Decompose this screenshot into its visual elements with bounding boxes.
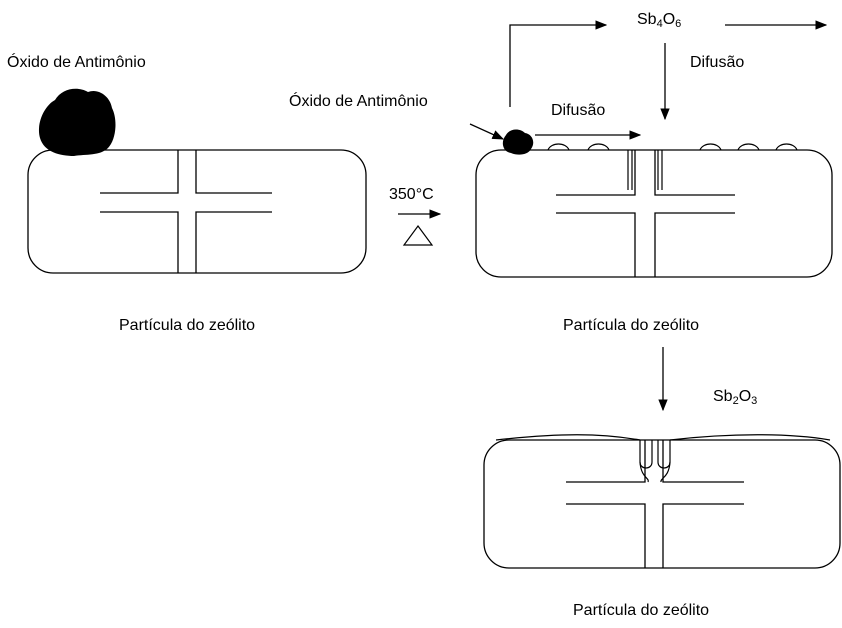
zeolite-particle-left bbox=[27, 149, 367, 274]
temperature-label: 350°C bbox=[389, 186, 434, 203]
delta-triangle-icon bbox=[402, 224, 434, 246]
sb2o3-pore-coating-bottom bbox=[495, 434, 831, 483]
sb2o3-count-2: 3 bbox=[751, 395, 758, 407]
oxide-label-left: Óxido de Antimônio bbox=[7, 54, 146, 71]
zeolite-particle-bottom bbox=[483, 439, 841, 569]
sb2o3-element-1: Sb bbox=[713, 388, 733, 405]
particle-label-left: Partícula do zeólito bbox=[119, 317, 256, 334]
particle-label-bottom: Partícula do zeólito bbox=[573, 602, 710, 619]
antimony-oxide-blob-left bbox=[38, 88, 116, 156]
zeolite-particle-middle bbox=[475, 149, 833, 278]
sb4o6-formula: Sb4O6 bbox=[637, 12, 681, 30]
sb2o3-surface-coating-middle bbox=[547, 143, 798, 190]
antimony-oxide-blob-middle bbox=[502, 129, 534, 155]
sb2o3-element-2: O bbox=[738, 388, 752, 405]
diffusion-label-middle: Difusão bbox=[551, 102, 606, 119]
sb4o6-element-1: Sb bbox=[637, 11, 657, 28]
sb2o3-formula: Sb2O3 bbox=[713, 389, 757, 407]
sublimation-path-arrow bbox=[509, 20, 608, 107]
oxide-label-middle: Óxido de Antimônio bbox=[289, 93, 428, 110]
diffusion-label-top: Difusão bbox=[690, 54, 745, 71]
sb4o6-count-2: 6 bbox=[675, 18, 682, 30]
sb4o6-element-2: O bbox=[662, 11, 676, 28]
sb2o3-count-1: 2 bbox=[732, 395, 739, 407]
pointer-arrow bbox=[469, 123, 505, 140]
sb4o6-count-1: 4 bbox=[656, 18, 663, 30]
particle-label-middle: Partícula do zeólito bbox=[563, 317, 700, 334]
